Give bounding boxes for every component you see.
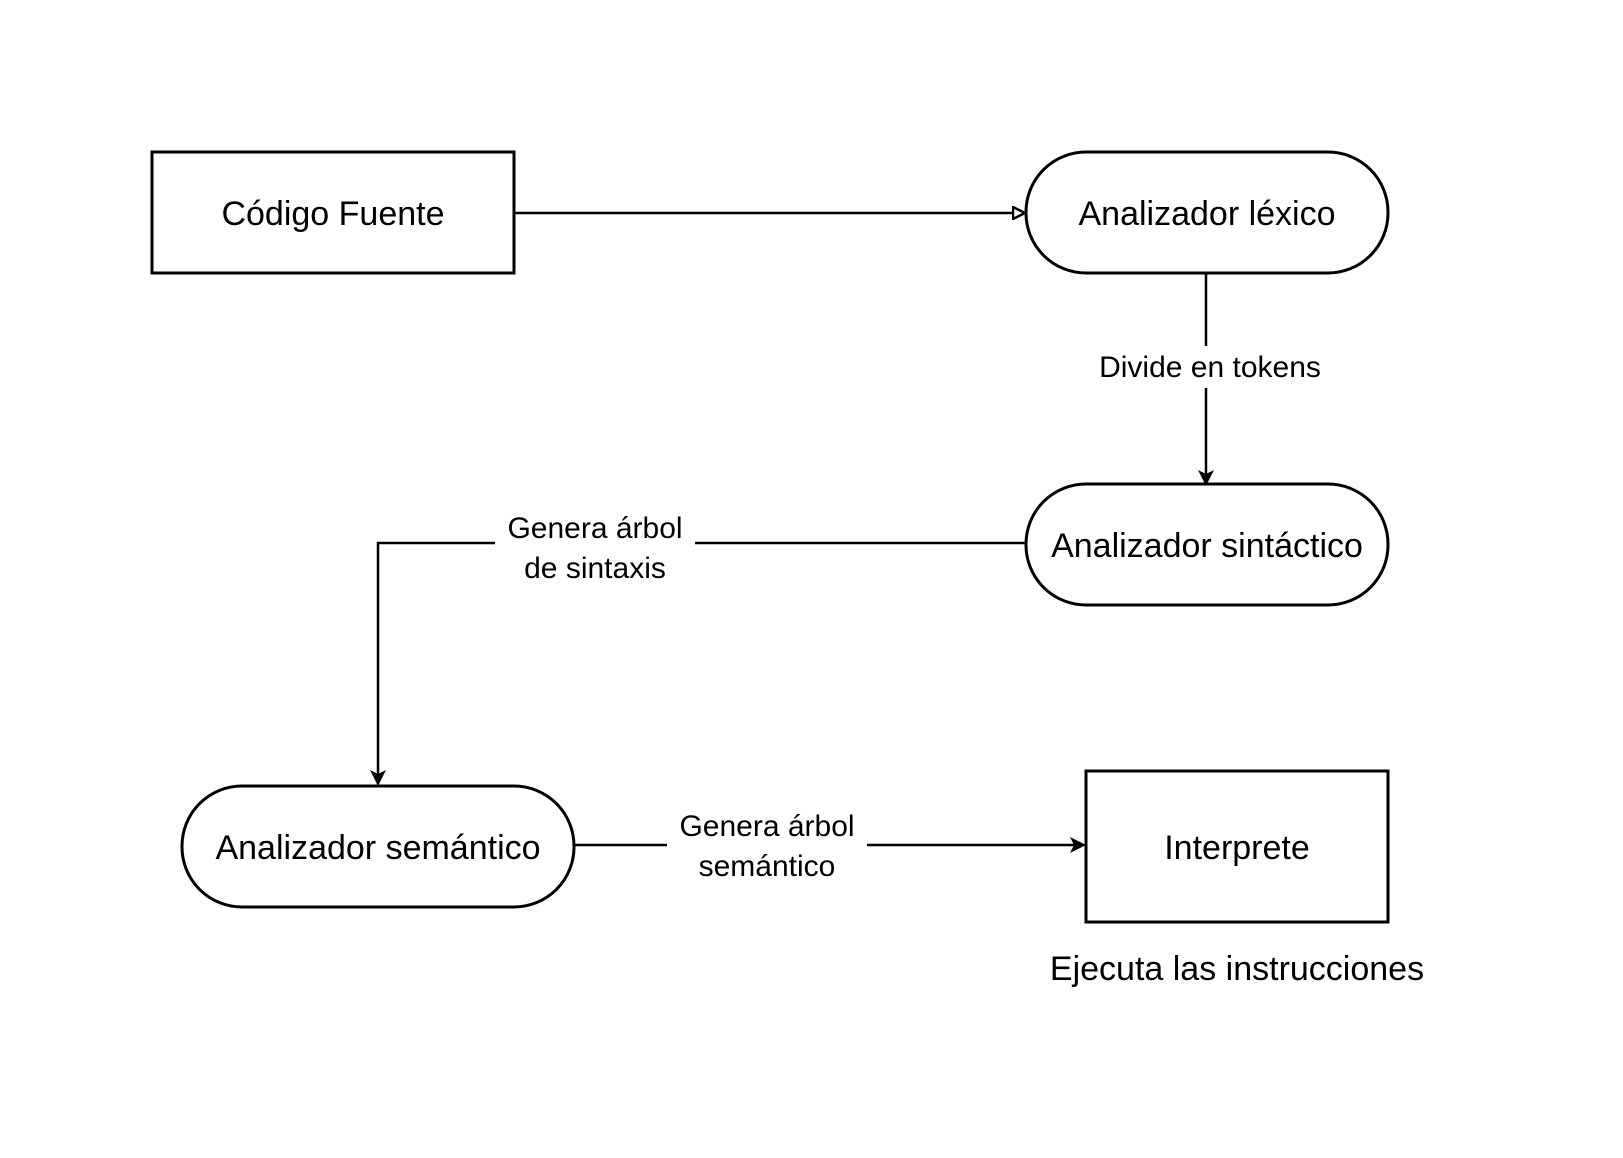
edge-label-bg-sintaxis [495,508,695,588]
interprete-caption: Ejecuta las instrucciones [1050,950,1424,988]
edge-label-genera-arbol-semantico-2: semántico [699,850,836,883]
edge-sintactico-to-semantico [370,541,1026,786]
edge-label-divide-en-tokens: Divide en tokens [1099,351,1321,384]
edge-label-bg-tokens [1080,346,1332,388]
edge-label-genera-arbol-sintaxis-2: de sintaxis [524,552,666,585]
node-analizador-lexico[interactable]: Analizador léxico [1024,150,1390,275]
node-label-analizador-semantico: Analizador semántico [215,829,540,867]
node-codigo-fuente[interactable]: Código Fuente [150,150,516,275]
node-label-interprete: Interprete [1164,829,1310,867]
edge-label-genera-arbol-semantico-1: Genera árbol [679,810,854,843]
node-analizador-sintactico[interactable]: Analizador sintáctico [1024,482,1390,607]
node-label-analizador-sintactico: Analizador sintáctico [1051,527,1363,565]
node-label-codigo-fuente: Código Fuente [221,195,444,233]
edge-label-bg-semantico [667,806,867,888]
node-analizador-semantico[interactable]: Analizador semántico [180,784,576,909]
node-label-analizador-lexico: Analizador léxico [1078,195,1335,233]
edge-label-genera-arbol-sintaxis-1: Genera árbol [507,512,682,545]
node-interprete[interactable]: Interprete [1084,769,1390,924]
